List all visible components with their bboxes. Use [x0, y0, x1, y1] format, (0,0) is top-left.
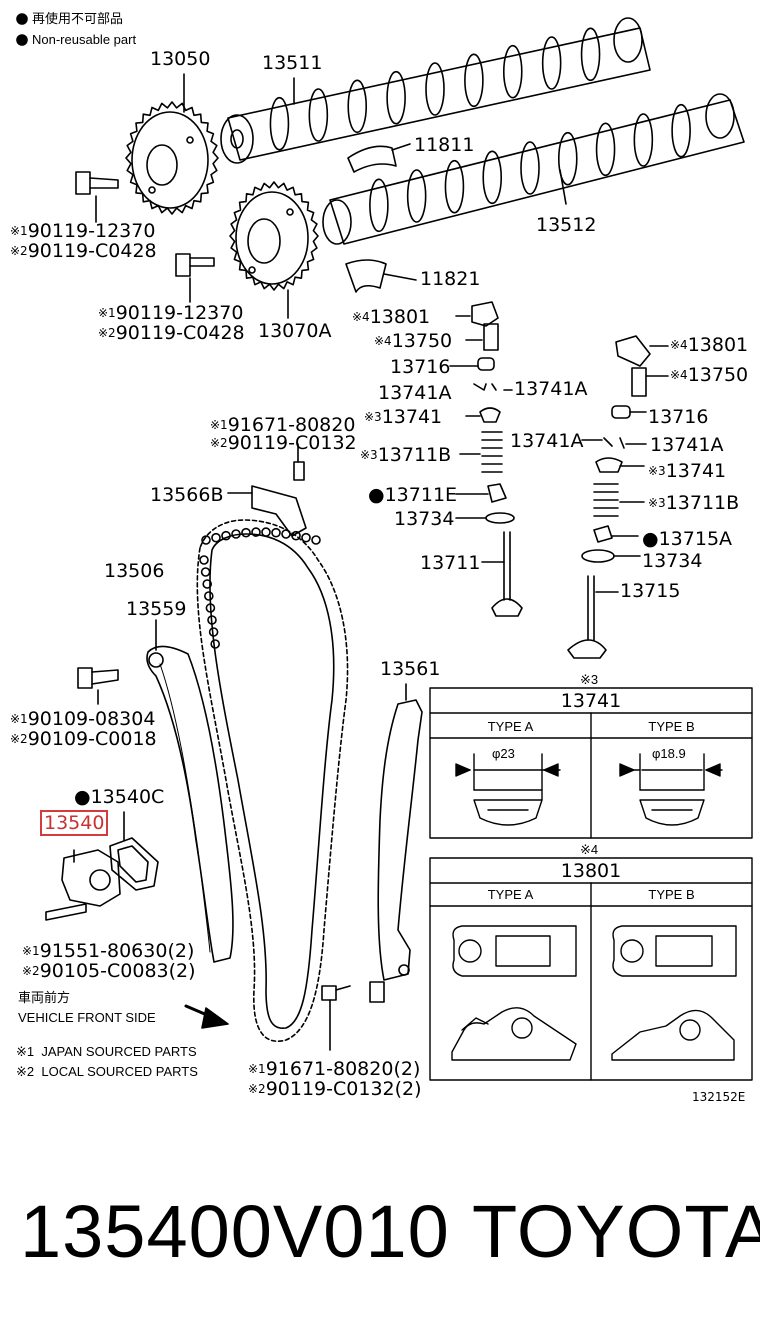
- camshaft-timing-gear-13050: [125, 101, 219, 215]
- label-l-13750: ※413750: [374, 330, 453, 352]
- note-local: ※2 LOCAL SOURCED PARTS: [16, 1064, 198, 1079]
- bolt-90109-jp: ※190109-08304: [10, 708, 156, 730]
- tensioner-bolt-jp: ※191551-80630(2): [22, 940, 195, 962]
- label-l-13711b: ※313711B: [360, 444, 452, 466]
- valve-train-right: [567, 335, 669, 659]
- chain-guide-13561: [369, 683, 423, 1003]
- label-13566b: 13566B: [150, 484, 224, 506]
- label-r-13801: ※413801: [670, 334, 749, 356]
- bolt-90109-local: ※290109-C0018: [10, 728, 157, 750]
- bolt-90119-upper: [75, 171, 119, 195]
- label-r-13716: 13716: [648, 406, 709, 428]
- chain-tensioner-slipper-13559: [146, 619, 234, 963]
- label-r-13741a-a: 13741A: [510, 430, 584, 452]
- front-side-en: VEHICLE FRONT SIDE: [18, 1010, 156, 1025]
- table-13801-frame: [429, 857, 753, 1081]
- bolt-90109: [77, 667, 119, 705]
- label-l-13734: 13734: [394, 508, 455, 530]
- caption-brand: TOYOTA: [472, 1190, 760, 1273]
- bolt-lower-jp: ※190119-12370: [98, 302, 244, 324]
- diagram-id: 132152E: [692, 1090, 746, 1104]
- lower-bolt-local: ※290119-C0132(2): [248, 1078, 422, 1100]
- table1-type-b: TYPE B: [648, 719, 695, 734]
- non-reusable-dot-icon: [16, 34, 28, 46]
- label-13540: 13540: [40, 810, 109, 836]
- label-l-13716: 13716: [390, 356, 451, 378]
- label-r-13715: 13715: [620, 580, 681, 602]
- bolt-lower-local: ※290119-C0428: [98, 322, 245, 344]
- table2-mark: ※4: [580, 842, 599, 857]
- camshaft-timing-gear-13070a: [229, 181, 319, 291]
- caption-part-number: 135400V010: [20, 1190, 450, 1273]
- vehicle-front-arrow-icon: [184, 1004, 229, 1029]
- highlighted-part-13540: 13540: [40, 810, 109, 836]
- label-r-13741: ※313741: [648, 460, 727, 482]
- label-13561: 13561: [380, 658, 441, 680]
- chain-tensioner-13540: [45, 849, 121, 921]
- table1-dim-a: φ23: [492, 746, 515, 761]
- label-l-13741: ※313741: [364, 406, 443, 428]
- table1-title: 13741: [560, 690, 622, 712]
- gasket-13540c: [109, 811, 159, 891]
- table1-mark: ※3: [580, 672, 599, 687]
- label-13559: 13559: [126, 598, 187, 620]
- legend-en: Non-reusable part: [32, 32, 137, 47]
- label-11821: 11821: [420, 268, 481, 290]
- table2-title: 13801: [560, 860, 622, 882]
- label-r-13711b: ※313711B: [648, 492, 740, 514]
- label-13511: 13511: [262, 52, 323, 74]
- guide-bolt-jp: ※191671-80820: [210, 414, 356, 436]
- camshaft-13511: [220, 17, 651, 164]
- label-r-13715a: ●13715A: [642, 528, 733, 550]
- label-r-13741a-b: 13741A: [650, 434, 724, 456]
- bolt-90119-lower: [175, 253, 215, 277]
- table2-type-b: TYPE B: [648, 887, 695, 902]
- label-13540c: ●13540C: [74, 786, 165, 808]
- non-reusable-dot-icon: ●: [368, 484, 385, 506]
- non-reusable-dot-icon: ●: [642, 528, 659, 550]
- label-l-13711e: ●13711E: [368, 484, 458, 506]
- legend-jp: 再使用不可部品: [32, 11, 124, 26]
- label-l-13801: ※413801: [352, 306, 431, 328]
- chain-guide-13566b: [227, 443, 307, 537]
- label-l-13741a-b: 13741A: [514, 378, 588, 400]
- table1-dim-b: φ18.9: [652, 746, 686, 761]
- non-reusable-dot-icon: [16, 13, 28, 25]
- valve-train-left: [449, 301, 523, 617]
- camshaft-13512: [322, 93, 745, 245]
- label-11811: 11811: [414, 134, 475, 156]
- table-13741-frame: [429, 687, 753, 839]
- table1-type-a: TYPE A: [487, 719, 534, 734]
- bolt-upper-local: ※290119-C0428: [10, 240, 157, 262]
- label-l-13711: 13711: [420, 552, 481, 574]
- bolt-91671-lower: [321, 985, 351, 1051]
- table2-type-a: TYPE A: [487, 887, 534, 902]
- non-reusable-dot-icon: ●: [74, 786, 91, 808]
- label-13070a: 13070A: [258, 320, 332, 342]
- label-r-13750: ※413750: [670, 364, 749, 386]
- front-side-jp: 車両前方: [18, 990, 71, 1005]
- tensioner-bolt-local: ※290105-C0083(2): [22, 960, 196, 982]
- label-13512: 13512: [536, 214, 597, 236]
- label-l-13741a-a: 13741A: [378, 382, 452, 404]
- lower-bolt-jp: ※191671-80820(2): [248, 1058, 421, 1080]
- bearing-11821: [345, 259, 387, 293]
- timing-chain-13506: [196, 519, 349, 1042]
- bolt-upper-jp: ※190119-12370: [10, 220, 156, 242]
- label-13050: 13050: [150, 48, 211, 70]
- guide-bolt-local: ※290119-C0132: [210, 432, 357, 454]
- note-japan: ※1 JAPAN SOURCED PARTS: [16, 1044, 197, 1059]
- label-r-13734: 13734: [642, 550, 703, 572]
- label-13506: 13506: [104, 560, 165, 582]
- bearing-11811: [347, 145, 397, 173]
